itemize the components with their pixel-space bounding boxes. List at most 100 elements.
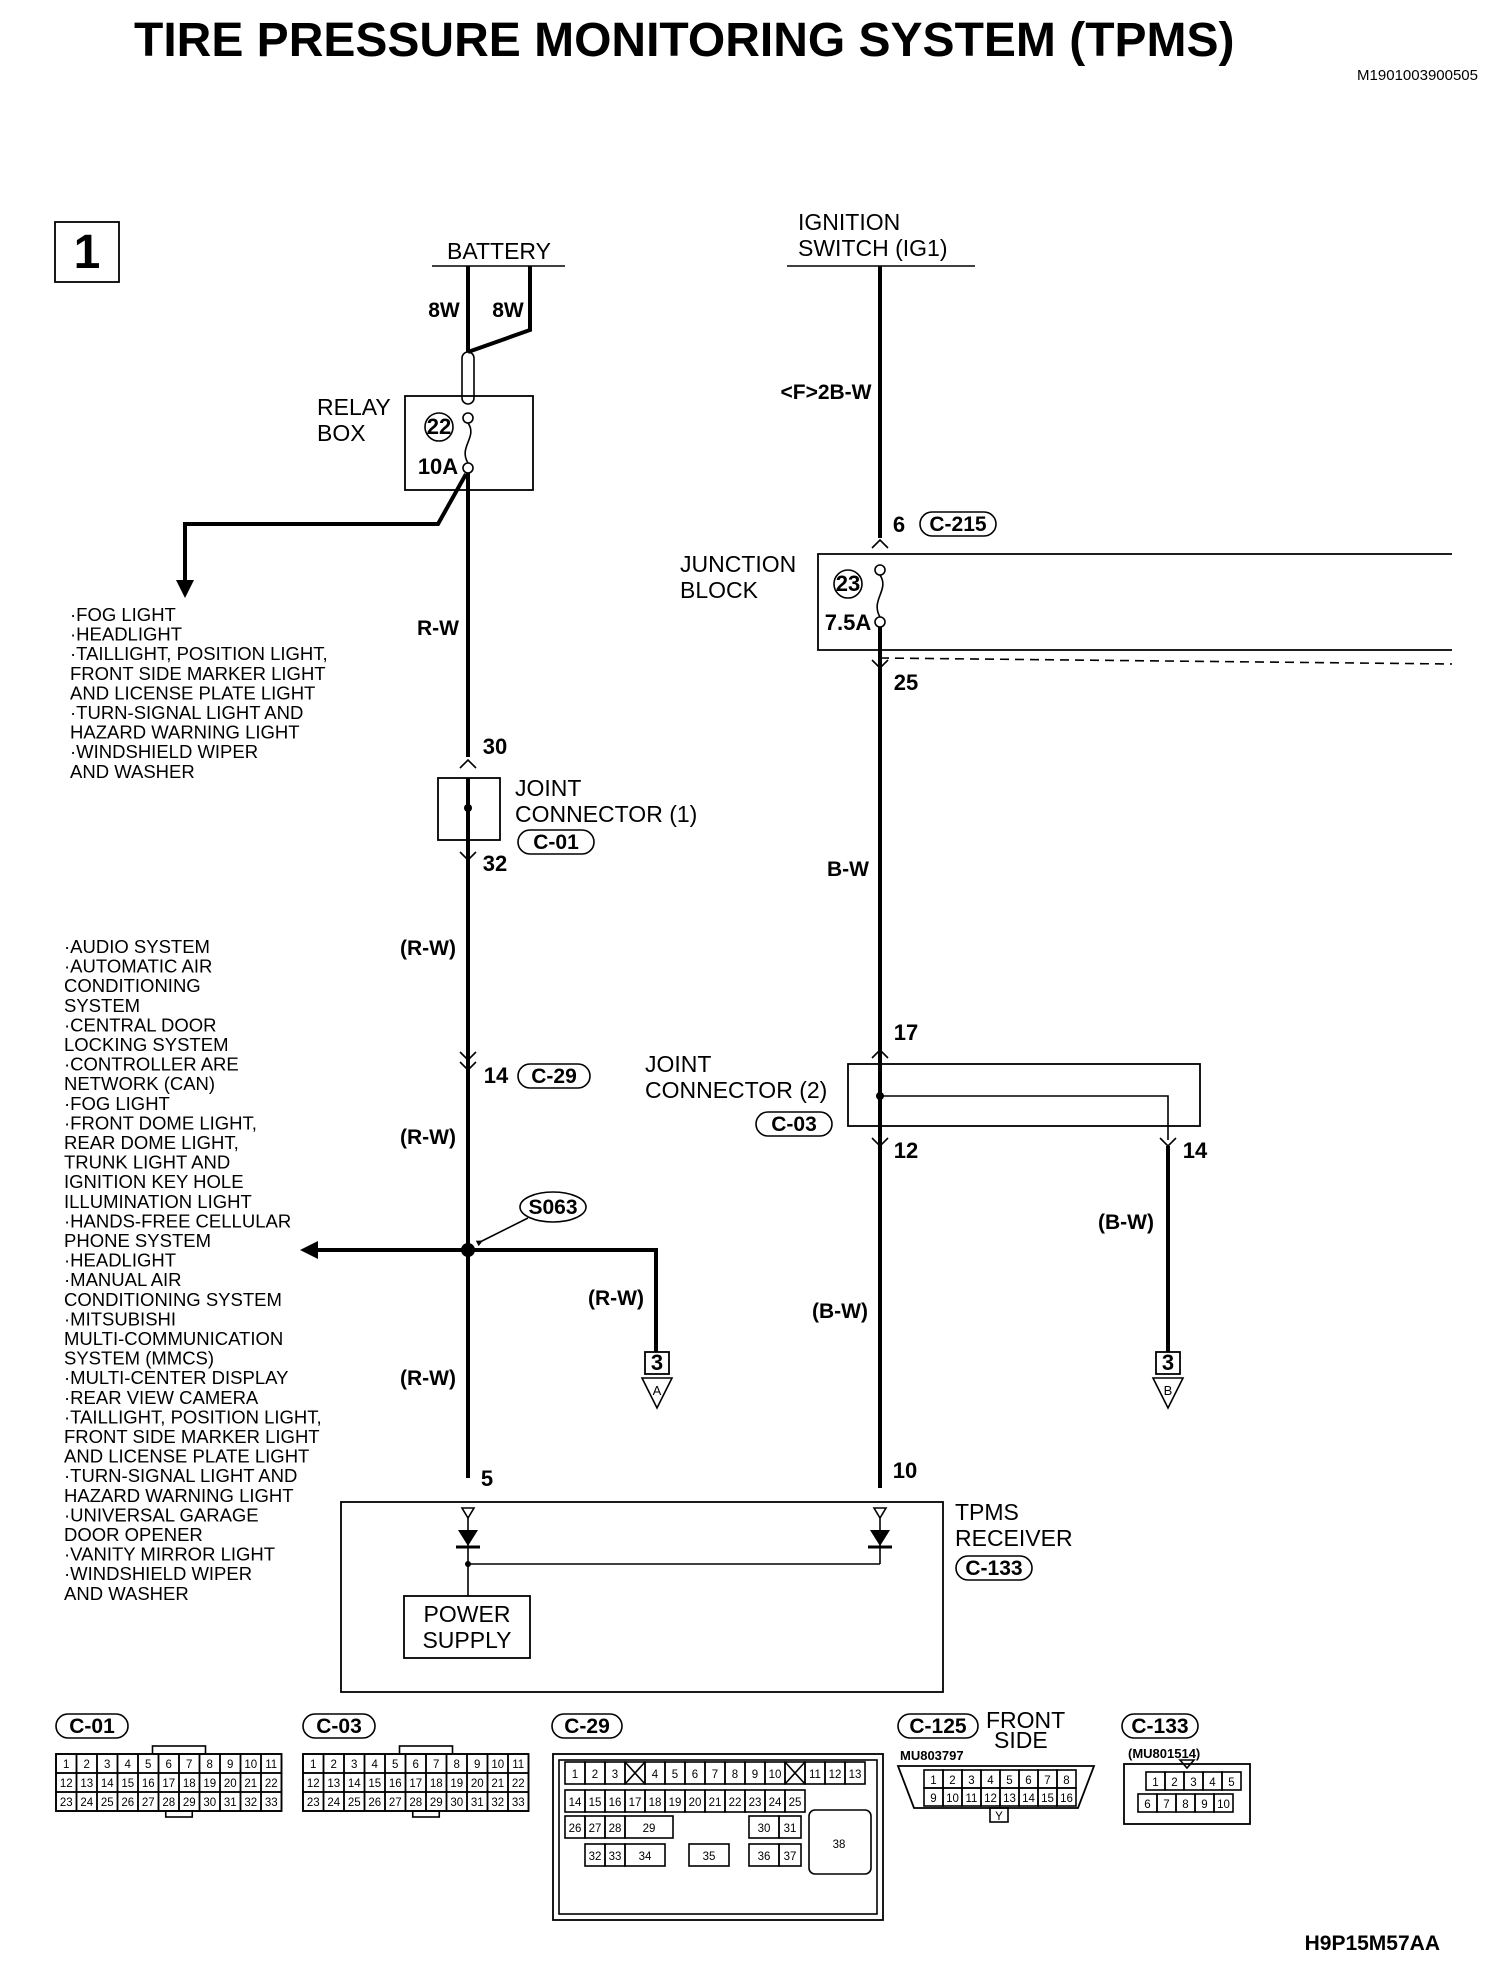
c29-pin: 15 [589,1797,602,1809]
c29-blank [784,1761,806,1785]
c29-conn: C-29 [531,1065,577,1088]
c01-pin: 16 [142,1778,155,1790]
c01-pin: 8 [207,1759,213,1771]
ref-a-page: 3 [651,1350,663,1375]
page-number: 1 [74,226,101,279]
c03-pin: 1 [310,1759,316,1771]
joint2-label-1: JOINT [645,1051,711,1077]
splice-load-item: ·TURN-SIGNAL LIGHT AND [64,1465,297,1486]
c29-pin-mark-a [459,1051,477,1062]
junction-block-dashed [879,657,1453,665]
splice-branch-left-arrow [300,1241,318,1259]
c01-pin: 30 [203,1797,216,1809]
c29-pin: 21 [709,1797,722,1809]
page-number-box [54,221,120,283]
c125-color-box [989,1807,1009,1823]
c01-pin: 21 [244,1778,257,1790]
splice-badge [519,1191,587,1223]
wire-label-rw-3: (R-W) [400,1126,456,1149]
c133-pin: 5 [1228,1777,1234,1789]
wire-label-ign: <F>2B-W [780,381,871,404]
c03-pin: 5 [392,1759,398,1771]
c01-latch [151,1745,207,1755]
c29-pin: 14 [569,1797,582,1809]
c29-cell [778,1815,802,1839]
splice-load-item: LOCKING SYSTEM [64,1034,228,1055]
c01-pin: 15 [121,1778,134,1790]
c125-part: MU803797 [900,1748,964,1763]
splice-load-item: ·VANITY MIRROR LIGHT [64,1544,275,1565]
splice-node [461,1243,475,1257]
c133-cell [1213,1793,1234,1813]
c01-pin: 5 [145,1759,151,1771]
c29-big-slot [808,1809,872,1875]
c01-badge [55,1713,129,1739]
splice-load-item: PHONE SYSTEM [64,1230,211,1251]
c01-pin: 19 [203,1778,216,1790]
c29-pin: 22 [729,1797,742,1809]
c29-pin: 18 [649,1797,662,1809]
c29-pin: 12 [829,1769,842,1781]
splice-load-item: ·REAR VIEW CAMERA [64,1387,259,1408]
c133-badge [1121,1713,1199,1739]
c03-latch [398,1745,454,1755]
c01-pin: 4 [125,1759,132,1771]
c29-pin: 38 [833,1839,846,1851]
jb-conn-badge [919,511,997,537]
c03-key [411,1810,441,1818]
fuse-load-item: FRONT SIDE MARKER LIGHT [70,663,326,684]
c01-pin: 23 [60,1797,73,1809]
fuse-load-item: ·FOG LIGHT [70,604,176,625]
c03-pin: 13 [327,1778,340,1790]
c29-pin: 9 [752,1769,758,1781]
fuse-load-item: HAZARD WARNING LIGHT [70,722,300,743]
tpms-term-right [872,1507,888,1520]
c133-label: C-133 [1131,1715,1188,1738]
splice-pointer [475,1217,529,1247]
c133-pin: 8 [1182,1799,1188,1811]
fuse23-number-circle [833,569,863,599]
ref-b-letter: B [1164,1383,1173,1398]
c03-pin: 27 [389,1797,402,1809]
fuse22-terminal-top [462,412,474,424]
c29-pin: 34 [639,1851,652,1863]
fuse22-element [464,422,472,464]
splice-load-item: IGNITION KEY HOLE [64,1171,244,1192]
c29-pin: 31 [784,1823,797,1835]
c01-pin: 33 [265,1797,278,1809]
ref-a-box [644,1351,670,1375]
joint1-node [464,804,472,812]
splice-load-item: AND WASHER [64,1583,189,1604]
splice-load-item: ·TAILLIGHT, POSITION LIGHT, [64,1406,322,1427]
fuse-load-item: ·WINDSHIELD WIPER [70,741,258,762]
c01-pin: 6 [166,1759,172,1771]
c03-label: C-03 [316,1715,362,1738]
c01-pin: 24 [80,1797,93,1809]
jb-pin-in: 6 [893,512,905,537]
c01-key [164,1810,194,1818]
c01-pin: 25 [101,1797,114,1809]
c03-pin: 3 [351,1759,357,1771]
c133-cell [1221,1771,1242,1791]
c125-pin: 6 [1025,1775,1031,1787]
diode-right [870,1530,890,1546]
splice-load-item: DOOR OPENER [64,1524,203,1545]
c133-pin: 2 [1171,1777,1177,1789]
c03-pin: 23 [307,1797,320,1809]
c01-pin: 14 [101,1778,114,1790]
c125-pin: 16 [1060,1793,1073,1805]
c125-pin: 7 [1044,1775,1050,1787]
splice-load-item: HAZARD WARNING LIGHT [64,1485,294,1506]
c03-pin: 33 [512,1797,525,1809]
joint2-conn-badge [755,1111,833,1137]
c29-pin: 24 [769,1797,782,1809]
c03-pin: 28 [409,1797,422,1809]
c01-label: C-01 [69,1715,115,1738]
c29-pin: 8 [732,1769,738,1781]
fuse22-amp: 10A [418,454,458,479]
c29-pin: 28 [609,1823,622,1835]
c125-cell [1056,1787,1077,1807]
